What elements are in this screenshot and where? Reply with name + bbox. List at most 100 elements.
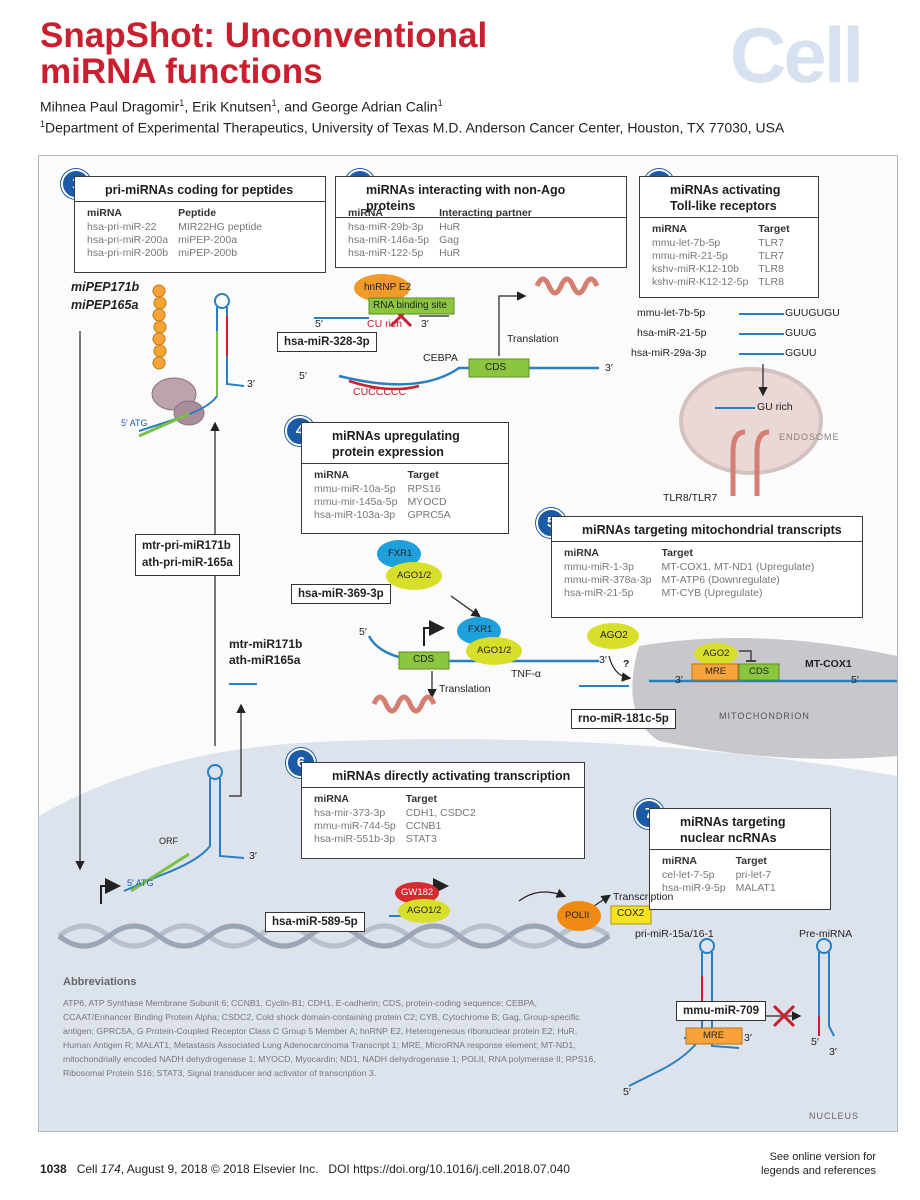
gw182-protein xyxy=(395,882,439,904)
citation-journal: Cell xyxy=(76,1162,98,1176)
abbreviations-heading: Abbreviations xyxy=(63,976,137,988)
ago2-label: AGO2 xyxy=(600,630,628,641)
peptide-chain xyxy=(152,284,167,370)
rna-binding-site-label: RNA binding site xyxy=(373,300,447,311)
mir-165a: ath-miR165a xyxy=(229,653,301,667)
transcription-label: Transcription xyxy=(613,891,674,903)
journal-logo: Cell xyxy=(730,11,864,99)
cell-mirna: hsa-pri-miR-200a xyxy=(87,234,169,246)
fxr1-protein xyxy=(377,540,421,568)
five-prime-label: 5′ xyxy=(851,674,859,686)
table-row: mmu-mir-145a-5p MYOCD xyxy=(314,496,461,509)
affiliation-text: Department of Experimental Therapeutics,… xyxy=(45,119,785,136)
cell-peptide: miPEP-200a xyxy=(178,234,238,246)
translation-label: Translation xyxy=(507,333,559,345)
three-prime-label: 3′ xyxy=(829,1046,837,1058)
doi-link[interactable]: DOI https://doi.org/10.1016/j.cell.2018.… xyxy=(328,1162,570,1176)
atg: ATG xyxy=(129,418,148,428)
section-5-title: miRNAs targeting mitochondrial transcrip… xyxy=(552,517,862,542)
tlr-mir-name: hsa-miR-29a-3p xyxy=(631,347,707,359)
fxr1-label-bound: FXR1 xyxy=(468,624,493,635)
cox2-box xyxy=(610,905,652,925)
col-header: miRNA xyxy=(87,207,123,219)
affiliation-sup: 1 xyxy=(40,119,46,129)
author-name: Mihnea Paul Dragomir xyxy=(40,98,180,115)
mitochondrion-shape xyxy=(632,638,897,759)
three-prime-label: 3′ xyxy=(599,654,607,666)
figure-panel: 1 2 3 4 5 6 7 pri-miRNAs coding for pept… xyxy=(38,155,898,1132)
cell-target: TLR7 xyxy=(758,250,784,262)
cell-mirna: mmu-miR-21-5p xyxy=(652,250,728,262)
translation-label-4: Translation xyxy=(439,683,491,695)
question-mark: ? xyxy=(623,658,630,670)
cell-target: MYOCD xyxy=(407,496,447,508)
pri-mirna-hairpin-bottom xyxy=(123,764,245,892)
section-1-title: pri-miRNAs coding for peptides xyxy=(75,177,325,202)
mipep-171b: miPEP171b xyxy=(71,280,140,294)
col-header: miRNA xyxy=(348,207,384,219)
mir-328-label: hsa-miR-328-3p xyxy=(277,332,377,352)
pri-mir-15a-label: pri-miR-15a/16-1 xyxy=(635,928,714,940)
ago2-protein-bound xyxy=(694,643,738,665)
five-prime-label: 5′ xyxy=(299,370,307,382)
protein-helix-2 xyxy=(534,276,600,296)
cell-peptide: MIR22HG peptide xyxy=(178,221,263,233)
cds-box-4 xyxy=(398,651,450,670)
cell-target: RPS16 xyxy=(407,483,441,495)
cox2-label: COX2 xyxy=(617,908,645,919)
tlr87-label: TLR8/TLR7 xyxy=(663,492,718,504)
cell-mirna: mmu-let-7b-5p xyxy=(652,237,721,249)
cds-label-5: CDS xyxy=(749,666,770,677)
three-prime-label: 3′ xyxy=(421,318,429,330)
cell-target: CDH1, CSDC2 xyxy=(405,807,476,819)
five-prime-label: 5′ xyxy=(315,318,323,330)
cell-target: MT-ATP6 (Downregulate) xyxy=(661,574,780,586)
polii-label: POLII xyxy=(565,910,590,921)
table-row: mmu-miR-378a-3p MT-ATP6 (Downregulate) xyxy=(564,574,824,587)
author-sep: , and xyxy=(276,98,312,115)
citation-rest: , August 9, 2018 © 2018 Elsevier Inc. xyxy=(120,1162,319,1176)
tnfa-label: TNF-α xyxy=(511,668,541,680)
mtcox1-label: MT-COX1 xyxy=(805,658,852,670)
cell-target: TLR8 xyxy=(758,263,784,275)
title-line: nuclear ncRNAs xyxy=(680,831,777,845)
ago2-label-bound: AGO2 xyxy=(703,648,730,659)
nucleus-label: NUCLEUS xyxy=(809,1111,860,1121)
cell-mirna: mmu-mir-145a-5p xyxy=(314,496,398,508)
mre-box-5 xyxy=(691,663,739,681)
gu-rich-label: GU rich xyxy=(757,401,793,413)
cell-mirna: mmu-miR-378a-3p xyxy=(564,574,652,586)
title-line: miRNAs activating xyxy=(670,183,781,197)
mir-589-label: hsa-miR-589-5p xyxy=(265,912,365,932)
ago12-label-6: AGO1/2 xyxy=(407,905,442,916)
atg-label-top: 5′ ATG xyxy=(121,418,148,428)
col-header: miRNA xyxy=(564,547,600,559)
cell-mirna: hsa-miR-21-5p xyxy=(564,587,634,599)
col-header: Target xyxy=(735,855,767,867)
cell-mirna: hsa-miR-122-5p xyxy=(348,247,424,259)
title-line: Toll-like receptors xyxy=(670,199,777,213)
table-row: mmu-miR-21-5p TLR7 xyxy=(652,250,800,263)
fxr1-label: FXR1 xyxy=(388,548,413,559)
page-title: SnapShot: Unconventional miRNA functions xyxy=(40,18,640,90)
title-line: miRNAs upregulating xyxy=(332,429,460,443)
title-line-1: SnapShot: Unconventional xyxy=(40,16,488,55)
section-7-title: miRNAs targeting nuclear ncRNAs xyxy=(650,809,830,850)
endosome-label: ENDOSOME xyxy=(779,432,840,442)
title-line: miRNAs targeting xyxy=(680,815,786,829)
section-2-box: miRNAs interacting with non-Ago proteins… xyxy=(335,176,627,268)
atg-label-bottom: 5′ ATG xyxy=(127,878,154,888)
